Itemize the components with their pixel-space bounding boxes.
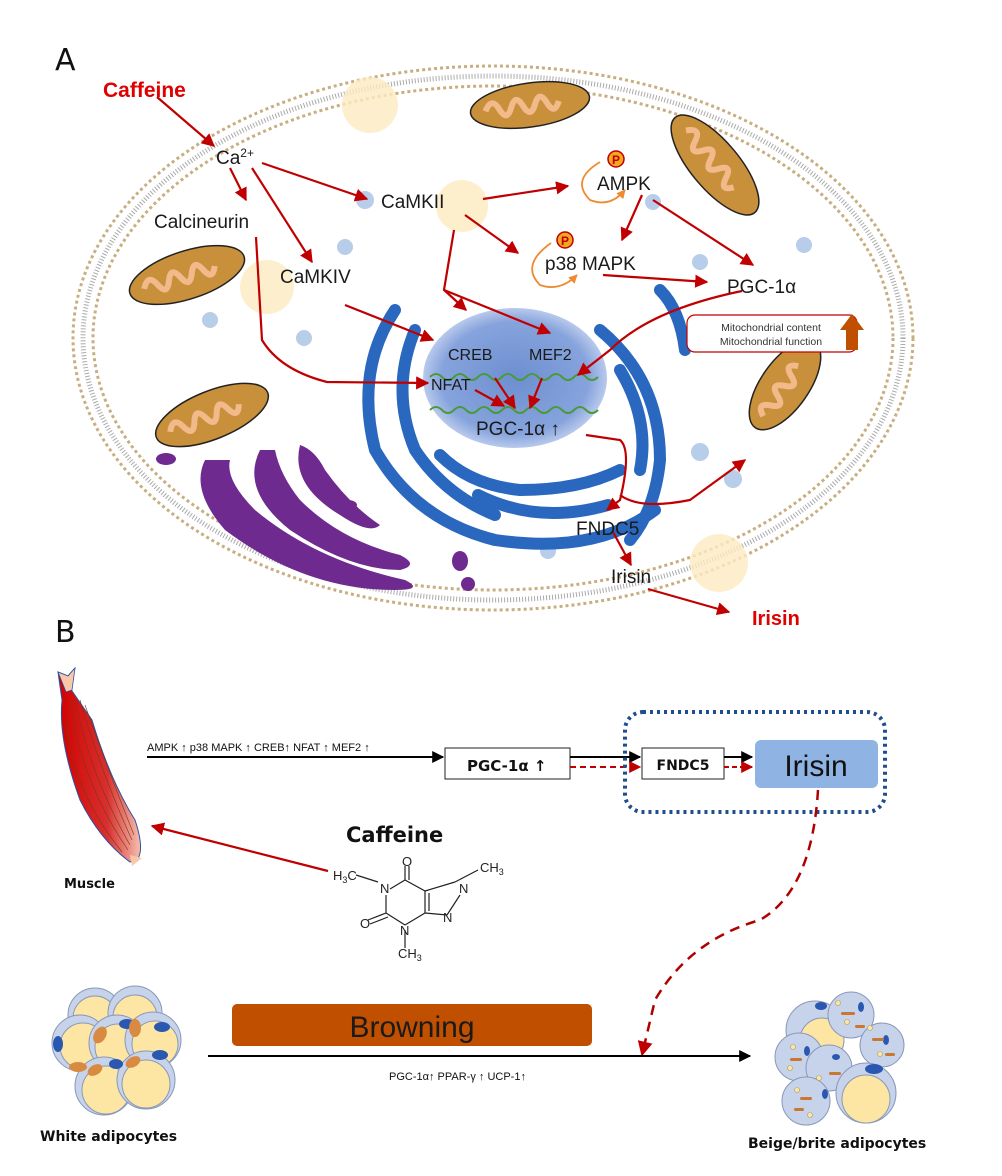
lipid-droplets	[240, 77, 748, 592]
arrow-camkii-ampk	[482, 181, 570, 201]
nfat-label: NFAT	[431, 377, 471, 394]
calcium-label: Ca2+	[216, 146, 254, 169]
pathway-markers-text: AMPK ↑ p38 MAPK ↑ CREB↑ NFAT ↑ MEF2 ↑	[147, 742, 370, 754]
irisin-inner-label: Irisin	[611, 567, 651, 588]
svg-text:N: N	[443, 910, 452, 925]
irisin-secreted-label: Irisin	[752, 608, 800, 630]
arrow-pgc-nucleus	[576, 289, 743, 376]
panel-a-label: A	[55, 43, 76, 78]
svg-text:Browning: Browning	[349, 1011, 474, 1044]
arrow-ampk-p38	[620, 194, 644, 242]
irisin-box: Irisin	[755, 740, 878, 788]
caffeine-molecule	[355, 866, 479, 948]
pgc1a-cytoplasm-label: PGC-1α	[727, 277, 796, 298]
svg-text:PGC-1α ↑: PGC-1α ↑	[467, 757, 546, 775]
arrow-creb-dna	[494, 377, 516, 410]
arrow-ca-calcineurin	[229, 167, 247, 202]
golgi-apparatus	[156, 445, 475, 591]
ampk-label: AMPK	[597, 174, 651, 195]
camkiv-label: CaMKIV	[280, 267, 351, 288]
svg-text:N: N	[459, 881, 468, 896]
arrow-irisin-out	[647, 587, 731, 616]
nucleus	[423, 308, 607, 448]
secretion-dotted-box	[623, 710, 887, 814]
svg-text:N: N	[400, 923, 409, 938]
svg-text:FNDC5: FNDC5	[657, 758, 710, 774]
increase-arrow-icon	[840, 314, 864, 350]
svg-text:N: N	[380, 881, 389, 896]
caffeine-muscle-arrow	[150, 822, 329, 873]
caffeine-atoms: H3C N O O N N N CH3 CH3	[333, 854, 504, 963]
beige-adipocytes-icon	[774, 991, 905, 1126]
phosphorylation-cycles	[531, 161, 626, 288]
svg-text:CH3: CH3	[480, 860, 504, 877]
creb-label: CREB	[448, 347, 492, 364]
pgc1a-box: PGC-1α ↑	[444, 747, 571, 780]
svg-text:CH3: CH3	[398, 946, 422, 963]
muscle-label: Muscle	[64, 877, 115, 892]
svg-text:P: P	[612, 153, 620, 167]
svg-text:H3C: H3C	[333, 868, 357, 885]
arrow-pgc-mito	[619, 459, 747, 506]
caffeine-label: Caffeine	[103, 79, 186, 102]
arrow-ampk-pgc	[652, 199, 755, 266]
signaling-arrows	[156, 96, 755, 616]
arrow-camkii-mef2	[443, 288, 552, 335]
panel-b-label: B	[55, 615, 76, 650]
mitochondria	[128, 80, 822, 448]
arrow-p38-pgc	[602, 273, 709, 288]
arrow-fndc5-irisin	[612, 531, 632, 567]
white-adipocytes-label: White adipocytes	[40, 1129, 177, 1145]
arrow-ca-camkiv	[251, 167, 313, 264]
phospho-badge: P P	[556, 150, 625, 249]
white-adipocytes-icon	[51, 985, 182, 1116]
caffeine-title: Caffeine	[346, 823, 443, 847]
p38-mapk-label: p38 MAPK	[545, 254, 636, 275]
arrow-pgc-fndc5	[585, 433, 628, 511]
arrow-ca-camkii	[261, 161, 369, 202]
fndc5-label: FNDC5	[576, 519, 639, 540]
mef2-label: MEF2	[529, 347, 572, 364]
dna-strand-1	[429, 373, 599, 381]
svg-text:Mitochondrial content: Mitochondrial content	[721, 322, 821, 334]
dna-strand-2	[429, 406, 599, 414]
svg-text:O: O	[402, 854, 412, 869]
arrow-camkiv-creb	[344, 303, 435, 342]
endoplasmic-reticulum	[362, 284, 691, 550]
mitochondrial-effect-box: Mitochondrial content Mitochondrial func…	[686, 314, 864, 353]
browning-markers-text: PGC-1α↑ PPAR-γ ↑ UCP-1↑	[389, 1071, 526, 1083]
arrow-nfat-dna	[474, 389, 506, 407]
pgc1a-nucleus-label: PGC-1α ↑	[476, 419, 560, 440]
arrow-calcineurin-nfat	[254, 236, 430, 390]
svg-text:P: P	[561, 234, 569, 248]
camkii-label: CaMKII	[381, 192, 444, 213]
beige-adipocytes-label: Beige/brite adipocytes	[748, 1136, 926, 1152]
fndc5-box: FNDC5	[641, 747, 725, 780]
muscle-icon	[57, 666, 142, 866]
arrow-caffeine-ca	[156, 96, 216, 147]
svg-text:O: O	[360, 916, 370, 931]
svg-text:Mitochondrial function: Mitochondrial function	[720, 336, 822, 348]
browning-bar: Browning	[232, 1004, 592, 1046]
arrow-mef2-dna	[528, 377, 544, 410]
arrow-camkii-p38	[464, 214, 520, 254]
irisin-browning-dashed-arrow	[637, 789, 820, 1057]
calcineurin-label: Calcineurin	[154, 212, 249, 233]
svg-text:Irisin: Irisin	[784, 750, 847, 783]
